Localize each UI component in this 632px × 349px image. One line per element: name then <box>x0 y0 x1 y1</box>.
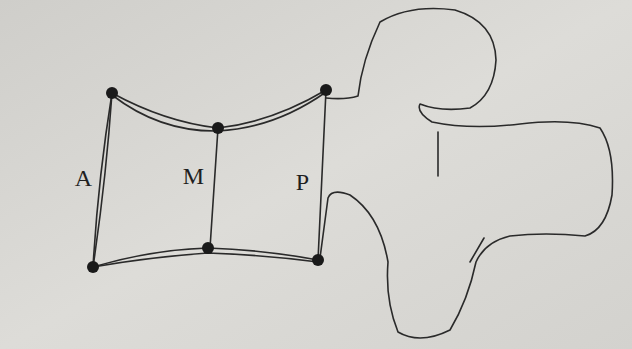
middle-height-line <box>210 128 218 248</box>
posterior-height-line <box>318 90 326 260</box>
landmark-dot <box>312 254 324 266</box>
landmark-dot <box>212 122 224 134</box>
height-label: A <box>75 166 92 190</box>
landmark-dot <box>202 242 214 254</box>
anterior-height-line <box>93 93 112 267</box>
landmark-dot <box>320 84 332 96</box>
inferior-endplate <box>93 253 318 267</box>
outline-detail <box>437 132 439 176</box>
height-label: P <box>296 170 309 194</box>
landmark-dot <box>87 261 99 273</box>
height-label: M <box>183 164 204 188</box>
anterior-height-line <box>93 93 112 267</box>
landmark-dot <box>106 87 118 99</box>
outline-detail <box>470 238 484 262</box>
posterior-elements-outline <box>320 9 613 339</box>
